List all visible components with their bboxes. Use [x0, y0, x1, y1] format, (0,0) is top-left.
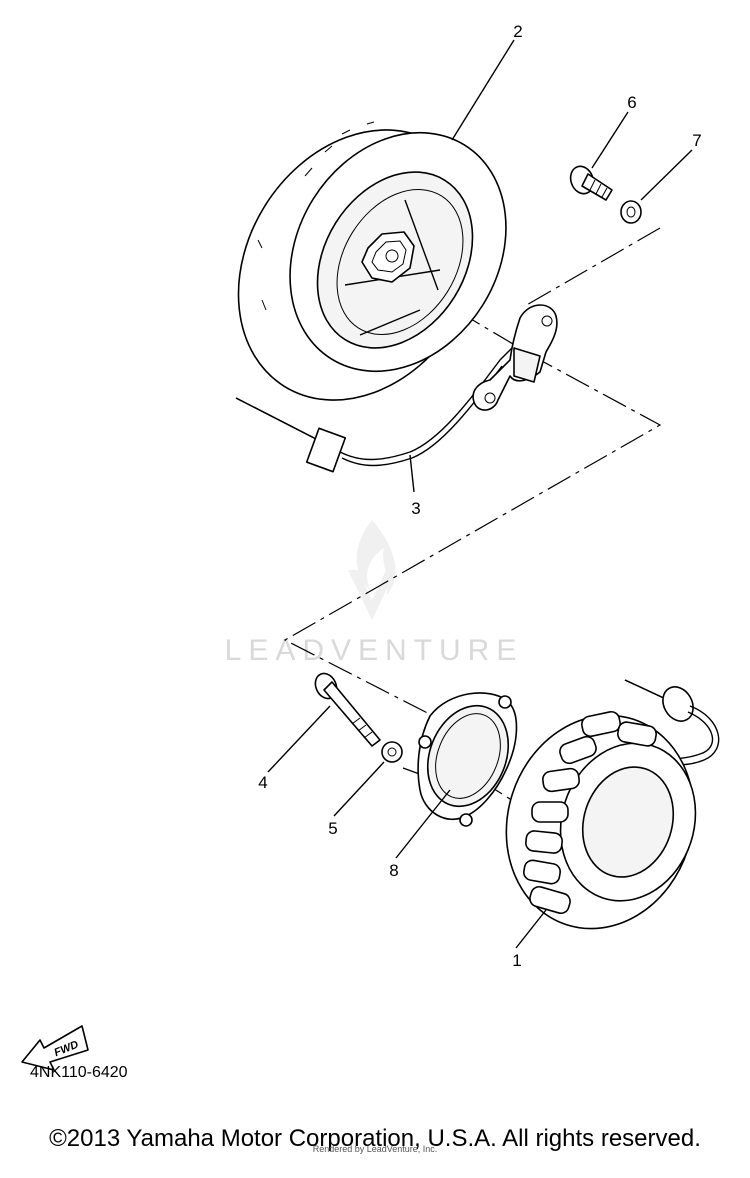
gasket-plate-part [417, 692, 518, 827]
bolt-part-4 [314, 672, 381, 747]
callout-numbers: 2 6 7 3 4 5 8 1 [258, 22, 701, 970]
fwd-arrow-icon: FWD [21, 1025, 89, 1071]
washer-part-7 [620, 200, 642, 224]
washer-part-5 [381, 741, 403, 763]
watermark-logo-icon [348, 520, 396, 620]
copyright-text: ©2013 Yamaha Motor Corporation, U.S.A. A… [49, 1125, 701, 1152]
callout-7: 7 [692, 131, 701, 150]
callout-1: 1 [512, 951, 521, 970]
drawing-code: 4NK110-6420 [30, 1064, 128, 1081]
stator-assembly-part [505, 679, 720, 930]
callout-5: 5 [328, 819, 337, 838]
rendered-by-text: Rendered by LeadVenture, Inc. [312, 1144, 438, 1154]
callout-8: 8 [389, 861, 398, 880]
callout-4: 4 [258, 773, 267, 792]
callout-2: 2 [513, 22, 522, 41]
callout-3: 3 [411, 499, 420, 518]
bolt-part-6 [569, 165, 613, 201]
pickup-coil-part [235, 304, 558, 473]
callout-6: 6 [627, 93, 636, 112]
stator-poles [523, 710, 657, 915]
leader-lines [267, 39, 693, 949]
flywheel-rotor-part [237, 121, 507, 401]
watermark-text: LEADVENTURE [225, 634, 524, 667]
